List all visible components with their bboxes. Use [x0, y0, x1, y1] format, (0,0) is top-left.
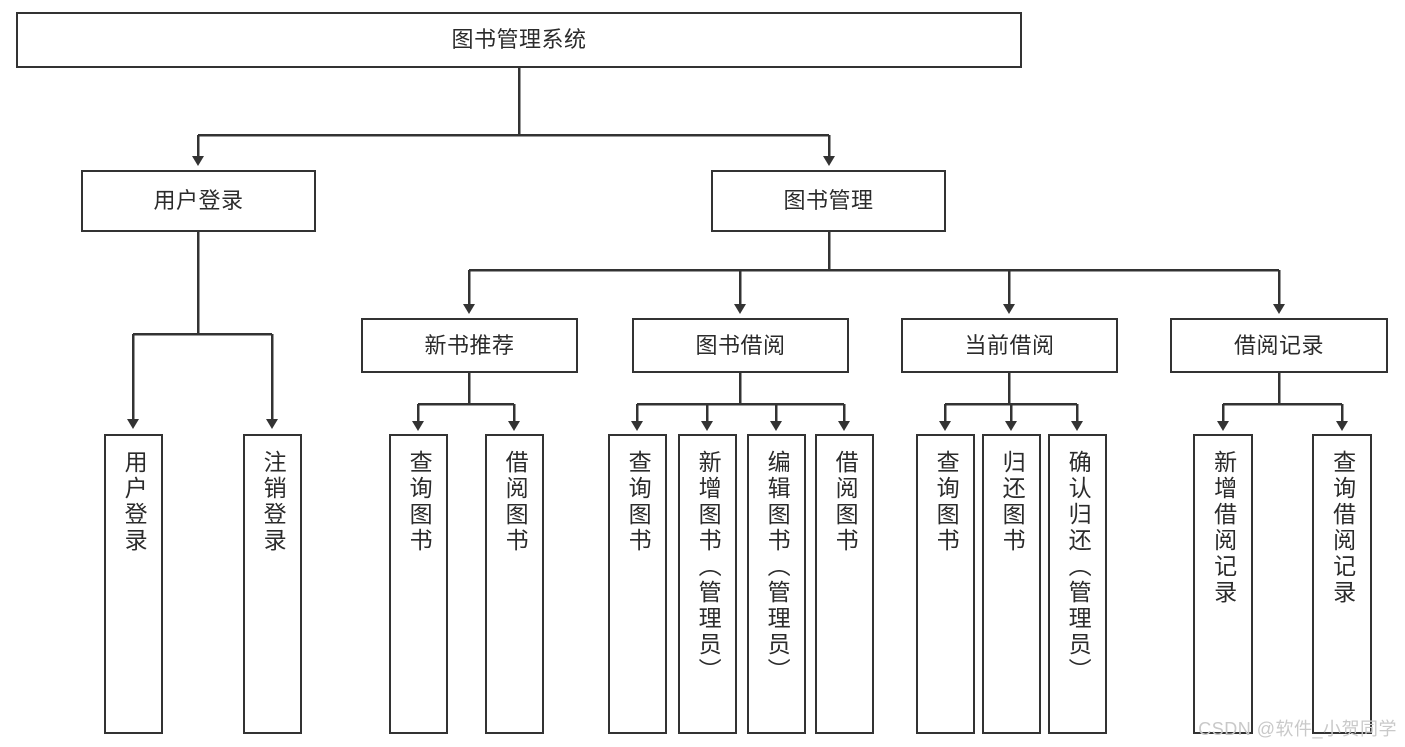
node-book-borrow[interactable]: 图书借阅 — [632, 318, 849, 373]
node-book-manage-label: 图书管理 — [783, 188, 874, 214]
node-current-borrow-label: 当前借阅 — [964, 332, 1055, 358]
node-leaf-query-book-1[interactable]: 查询图书 — [389, 434, 448, 734]
node-leaf-borrow-book-1[interactable]: 借阅图书 — [485, 434, 544, 734]
node-borrow-record-label: 借阅记录 — [1233, 332, 1324, 358]
node-leaf-query-book-2-label: 查询图书 — [625, 450, 652, 554]
node-new-book-rec[interactable]: 新书推荐 — [361, 318, 578, 373]
node-leaf-confirm-return-label: 确认归还（管理员） — [1065, 450, 1092, 684]
node-leaf-add-record-label: 新增借阅记录 — [1210, 450, 1237, 606]
node-leaf-user-login-label: 用户登录 — [121, 450, 148, 554]
node-leaf-confirm-return[interactable]: 确认归还（管理员） — [1048, 434, 1107, 734]
csdn-watermark: CSDN @软件_小贺同学 — [1198, 719, 1397, 739]
node-leaf-user-login[interactable]: 用户登录 — [104, 434, 163, 734]
node-leaf-borrow-book-2[interactable]: 借阅图书 — [815, 434, 874, 734]
node-root[interactable]: 图书管理系统 — [16, 12, 1022, 68]
node-leaf-return-book-label: 归还图书 — [999, 450, 1026, 554]
node-book-borrow-label: 图书借阅 — [695, 332, 786, 358]
node-leaf-query-record[interactable]: 查询借阅记录 — [1312, 434, 1372, 734]
node-leaf-edit-book-label: 编辑图书（管理员） — [764, 450, 791, 684]
node-leaf-borrow-book-2-label: 借阅图书 — [832, 450, 859, 554]
node-leaf-add-record[interactable]: 新增借阅记录 — [1193, 434, 1253, 734]
node-current-borrow[interactable]: 当前借阅 — [901, 318, 1118, 373]
node-leaf-query-book-1-label: 查询图书 — [406, 450, 433, 554]
node-leaf-query-book-3[interactable]: 查询图书 — [916, 434, 975, 734]
node-leaf-query-book-2[interactable]: 查询图书 — [608, 434, 667, 734]
node-leaf-edit-book[interactable]: 编辑图书（管理员） — [747, 434, 806, 734]
node-root-label: 图书管理系统 — [451, 27, 587, 53]
node-leaf-logout-label: 注销登录 — [260, 450, 287, 554]
node-user-login[interactable]: 用户登录 — [81, 170, 316, 232]
node-leaf-borrow-book-1-label: 借阅图书 — [502, 450, 529, 554]
node-leaf-add-book-label: 新增图书（管理员） — [695, 450, 722, 684]
node-leaf-query-book-3-label: 查询图书 — [933, 450, 960, 554]
node-leaf-logout[interactable]: 注销登录 — [243, 434, 302, 734]
node-book-manage[interactable]: 图书管理 — [711, 170, 946, 232]
node-leaf-query-record-label: 查询借阅记录 — [1329, 450, 1356, 606]
node-new-book-rec-label: 新书推荐 — [424, 332, 515, 358]
node-user-login-label: 用户登录 — [153, 188, 244, 214]
node-borrow-record[interactable]: 借阅记录 — [1170, 318, 1388, 373]
node-leaf-add-book[interactable]: 新增图书（管理员） — [678, 434, 737, 734]
node-leaf-return-book[interactable]: 归还图书 — [982, 434, 1041, 734]
